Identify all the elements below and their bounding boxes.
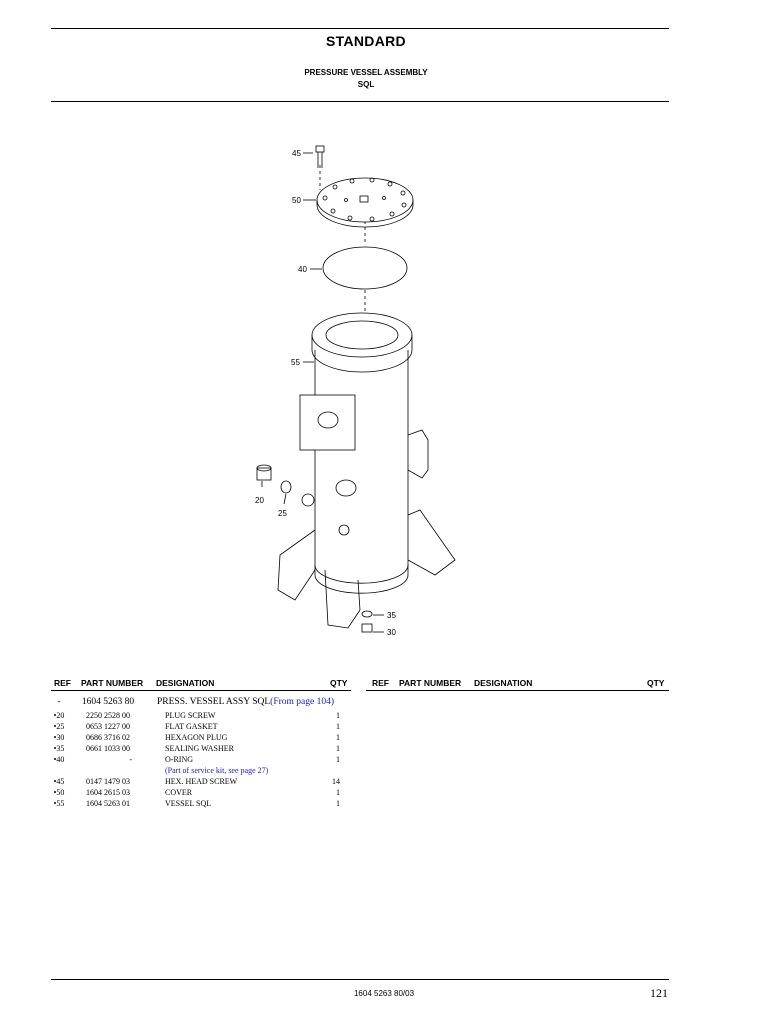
callout-label: 35: [387, 611, 396, 620]
plug-screw-part: [256, 464, 272, 481]
callout-label: 25: [278, 509, 287, 518]
row-part-number: 0147 1479 03: [86, 777, 130, 786]
row-ref: •50: [53, 788, 65, 797]
table-row: •45 0147 1479 03 HEX. HEAD SCREW 14: [52, 777, 352, 788]
row-qty: 1: [336, 799, 340, 808]
callout-label: 45: [292, 149, 301, 158]
left-col-part-number-header: PART NUMBER: [81, 678, 144, 688]
row-ref: -: [57, 697, 61, 707]
callout-label: 30: [387, 628, 396, 637]
table-row-assembly: - 1604 5263 80 PRESS. VESSEL ASSY SQL(Fr…: [52, 697, 352, 710]
table-row: •35 0661 1033 00 SEALING WASHER 1: [52, 744, 352, 755]
row-ref: •40: [53, 755, 65, 764]
row-part-number: 0686 3716 02: [86, 733, 130, 742]
cover-part: [316, 177, 414, 228]
row-part-number: -: [129, 755, 132, 764]
subtitle-line-1: PRESSURE VESSEL ASSEMBLY: [304, 68, 428, 77]
row-ref: •35: [53, 744, 65, 753]
row-part-number: 1604 5263 80: [81, 697, 135, 707]
sealing-washer-part: [361, 610, 373, 618]
row-designation: O-RING: [165, 755, 193, 764]
header-top-rule: [51, 28, 669, 29]
row-qty: 1: [336, 755, 340, 764]
row-ref: •45: [53, 777, 65, 786]
left-col-ref-header: REF: [54, 678, 71, 688]
table-row-note: (Part of service kit, see page 27): [52, 766, 352, 777]
row-designation: PLUG SCREW: [165, 711, 216, 720]
table-row: •50 1604 2615 03 COVER 1: [52, 788, 352, 799]
row-qty: 14: [332, 777, 340, 786]
screw-part: [315, 145, 325, 168]
row-qty: 1: [336, 711, 340, 720]
row-designation: COVER: [165, 788, 193, 797]
table-row: •30 0686 3716 02 HEXAGON PLUG 1: [52, 733, 352, 744]
table-row: •55 1604 5263 01 VESSEL SQL 1: [52, 799, 352, 810]
table-row: •25 0653 1227 00 FLAT GASKET 1: [52, 722, 352, 733]
exploded-view-diagram: 45 50 40 55 20 25 35 30: [255, 145, 456, 637]
page-number: 121: [650, 986, 668, 1000]
page-subtitle: PRESSURE VESSEL ASSEMBLY SQL: [0, 67, 732, 91]
document-code: 1604 5263 80/03: [353, 989, 415, 998]
row-designation: VESSEL SQL: [165, 799, 212, 808]
row-part-number: 1604 2615 03: [86, 788, 130, 797]
flat-gasket-part: [280, 480, 292, 494]
left-col-qty-header: QTY: [330, 678, 348, 688]
row-designation: FLAT GASKET: [165, 722, 218, 731]
row-ref: •55: [53, 799, 65, 808]
right-col-qty-header: QTY: [647, 678, 665, 688]
callout-label: 20: [255, 496, 264, 505]
row-part-number: 0661 1033 00: [86, 744, 130, 753]
subtitle-line-2: SQL: [357, 80, 375, 89]
row-designation: HEX. HEAD SCREW: [165, 777, 238, 786]
header-bottom-rule: [51, 101, 669, 102]
hexagon-plug-part: [361, 623, 373, 633]
row-ref: •20: [53, 711, 65, 720]
callout-label: 50: [292, 196, 301, 205]
table-row: •40 - O-RING 1: [52, 755, 352, 766]
assembly-designation-text: PRESS. VESSEL ASSY SQL: [157, 697, 271, 707]
row-designation: SEALING WASHER: [165, 744, 234, 753]
row-part-number: 0653 1227 00: [86, 722, 130, 731]
callout-leaders: [261, 152, 384, 633]
o-ring-part: [322, 246, 408, 290]
row-ref: •25: [53, 722, 65, 731]
right-col-designation-header: DESIGNATION: [474, 678, 533, 688]
row-ref: •30: [53, 733, 65, 742]
row-designation: HEXAGON PLUG: [165, 733, 228, 742]
left-col-designation-header: DESIGNATION: [156, 678, 215, 688]
row-part-number: 2250 2528 00: [86, 711, 130, 720]
right-table-header-rule: [366, 690, 669, 691]
footer-rule: [51, 979, 669, 980]
row-qty: 1: [336, 744, 340, 753]
row-part-number: 1604 5263 01: [86, 799, 130, 808]
right-col-part-number-header: PART NUMBER: [399, 678, 462, 688]
vessel-part: [277, 312, 456, 629]
right-col-ref-header: REF: [372, 678, 389, 688]
callout-label: 40: [298, 265, 307, 274]
row-qty: 1: [336, 733, 340, 742]
from-page-link[interactable]: (From page 104): [270, 697, 335, 707]
service-kit-link[interactable]: (Part of service kit, see page 27): [165, 766, 269, 775]
row-qty: 1: [336, 788, 340, 797]
row-designation: PRESS. VESSEL ASSY SQL(From page 104): [157, 697, 334, 707]
row-qty: 1: [336, 722, 340, 731]
table-row: •20 2250 2528 00 PLUG SCREW 1: [52, 711, 352, 722]
left-table-header-rule: [51, 690, 351, 691]
page-title: STANDARD: [326, 33, 406, 49]
callout-label: 55: [291, 358, 300, 367]
